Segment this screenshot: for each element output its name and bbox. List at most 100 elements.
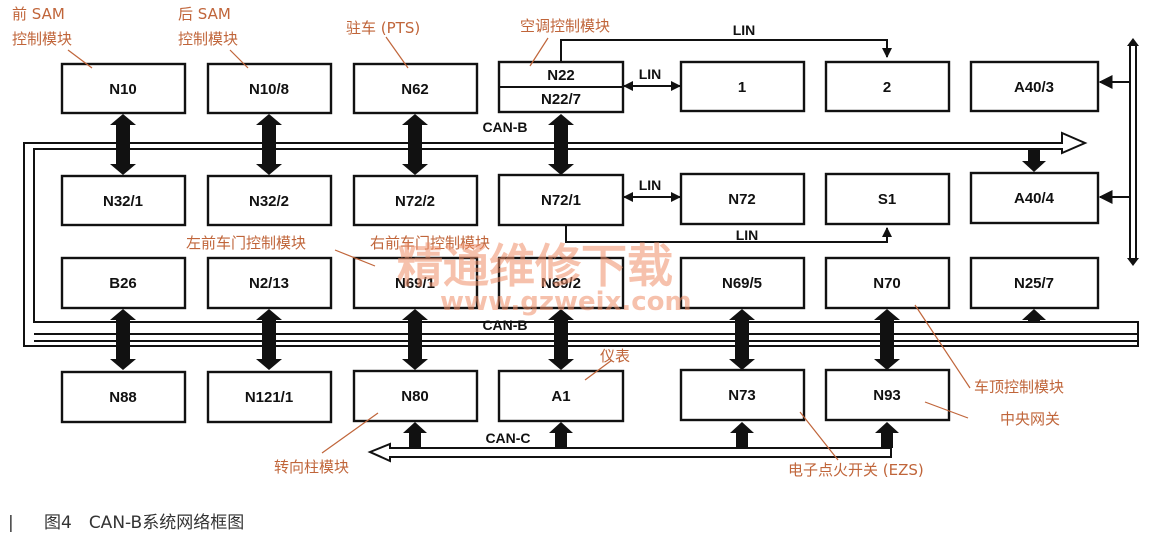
connector-row1-row2-1 <box>110 114 136 175</box>
annotation-leaders <box>67 36 971 461</box>
figure-caption: 图4 CAN-B系统网络框图 <box>44 513 244 533</box>
node-a40-4: A40/4 <box>969 171 1100 225</box>
lin-label-n72: LIN <box>639 177 662 193</box>
node-n72-2: N72/2 <box>352 174 479 227</box>
node-lin-2: 2 <box>824 60 951 113</box>
lin-links <box>560 39 892 243</box>
connector-a40-4 <box>1022 149 1046 172</box>
can-c-bus <box>367 442 892 463</box>
annotation-left-door: 左前车门控制模块 <box>186 234 306 252</box>
can-b-bus <box>23 131 1139 347</box>
svg-text:N69/2: N69/2 <box>541 275 581 292</box>
annotation-roof-2: 中央网关 <box>1000 410 1060 428</box>
connector-n25-7 <box>1022 309 1046 322</box>
node-n72: N72 <box>679 172 806 226</box>
node-n70: N70 <box>824 256 951 310</box>
node-n10-8: N10/8 <box>206 62 333 115</box>
connector-row1-row2-2 <box>256 114 282 175</box>
right-side-link <box>1098 38 1139 266</box>
node-n10: N10 <box>60 62 187 115</box>
svg-text:N25/7: N25/7 <box>1014 275 1054 292</box>
svg-text:A1: A1 <box>551 388 570 405</box>
svg-text:N88: N88 <box>109 389 137 406</box>
node-n69-2: N69/2 <box>497 256 625 310</box>
svg-text:A40/3: A40/3 <box>1014 79 1054 96</box>
connector-row3-row4-2 <box>256 309 282 370</box>
svg-text:N72: N72 <box>728 191 756 208</box>
watermark-url: www.gzweix.com <box>440 287 692 317</box>
node-lin-1: 1 <box>679 60 806 113</box>
svg-text:A40/4: A40/4 <box>1014 190 1055 207</box>
connector-can-c-3 <box>730 422 754 448</box>
svg-text:N10/8: N10/8 <box>249 81 289 98</box>
svg-text:N22: N22 <box>547 67 575 84</box>
node-n62: N62 <box>352 62 479 115</box>
svg-text:N72/2: N72/2 <box>395 193 435 210</box>
annotation-rear-sam-1: 后 SAM <box>178 5 231 23</box>
can-b-label-top: CAN-B <box>482 119 527 135</box>
connector-row1-row2-4 <box>548 114 574 175</box>
svg-text:N93: N93 <box>873 387 901 404</box>
node-n88: N88 <box>60 370 187 424</box>
caption-marker: | <box>8 513 14 533</box>
annotation-rear-sam-2: 控制模块 <box>178 30 238 48</box>
svg-text:N72/1: N72/1 <box>541 192 581 209</box>
svg-text:N73: N73 <box>728 387 756 404</box>
node-n93: N93 <box>824 368 951 422</box>
node-n69-5: N69/5 <box>679 256 806 310</box>
lin-label-top: LIN <box>733 22 756 38</box>
connector-can-c-2 <box>549 422 573 448</box>
connector-row3-row4-4 <box>548 309 574 370</box>
svg-text:N121/1: N121/1 <box>245 389 293 406</box>
node-n2-13: N2/13 <box>206 256 333 310</box>
connector-row3-row4-3 <box>402 309 428 370</box>
svg-text:N2/13: N2/13 <box>249 275 289 292</box>
node-b26: B26 <box>60 256 187 310</box>
node-a40-3: A40/3 <box>969 60 1100 113</box>
annotation-cluster: 仪表 <box>600 347 630 365</box>
node-a1: A1 <box>497 369 625 423</box>
node-n25-7: N25/7 <box>969 256 1100 310</box>
node-n72-1: N72/1 <box>497 173 625 227</box>
can-b-label-bottom: CAN-B <box>482 317 527 333</box>
annotation-right-door: 右前车门控制模块 <box>370 234 490 252</box>
node-n121-1: N121/1 <box>206 370 333 424</box>
can-c-label: CAN-C <box>485 430 530 446</box>
svg-text:N22/7: N22/7 <box>541 91 581 108</box>
svg-text:N32/1: N32/1 <box>103 193 143 210</box>
annotation-front-sam-2: 控制模块 <box>12 30 72 48</box>
svg-text:N69/5: N69/5 <box>722 275 762 292</box>
connector-can-c-1 <box>403 422 427 448</box>
annotation-parking: 驻车 (PTS) <box>346 19 420 37</box>
annotation-roof-1: 车顶控制模块 <box>974 378 1064 396</box>
node-n32-1: N32/1 <box>60 174 187 227</box>
svg-text:S1: S1 <box>878 191 896 208</box>
lin-label-s1: LIN <box>736 227 759 243</box>
node-n73: N73 <box>679 368 806 422</box>
connector-row3-row4-1 <box>110 309 136 370</box>
svg-text:N80: N80 <box>401 388 429 405</box>
can-connectors <box>110 114 1046 448</box>
connector-row3-row4-6 <box>874 309 900 370</box>
annotation-front-sam-1: 前 SAM <box>12 5 65 23</box>
svg-text:N62: N62 <box>401 81 429 98</box>
annotation-steering: 转向柱模块 <box>274 458 349 476</box>
svg-text:N69/1: N69/1 <box>395 275 435 292</box>
svg-text:N32/2: N32/2 <box>249 193 289 210</box>
connector-can-c-4 <box>875 422 899 448</box>
annotation-ezs: 电子点火开关 (EZS) <box>788 461 924 479</box>
svg-text:B26: B26 <box>109 275 137 292</box>
annotation-ac: 空调控制模块 <box>520 17 610 35</box>
svg-text:2: 2 <box>883 79 891 96</box>
watermark-title: 精通维修下载 <box>397 239 673 293</box>
svg-text:N10: N10 <box>109 81 137 98</box>
connector-row1-row2-3 <box>402 114 428 175</box>
node-s1: S1 <box>824 172 951 226</box>
node-n80: N80 <box>352 369 479 423</box>
connector-row3-row4-5 <box>729 309 755 370</box>
lin-label-n22: LIN <box>639 66 662 82</box>
node-n32-2: N32/2 <box>206 174 333 227</box>
svg-text:1: 1 <box>738 79 746 96</box>
